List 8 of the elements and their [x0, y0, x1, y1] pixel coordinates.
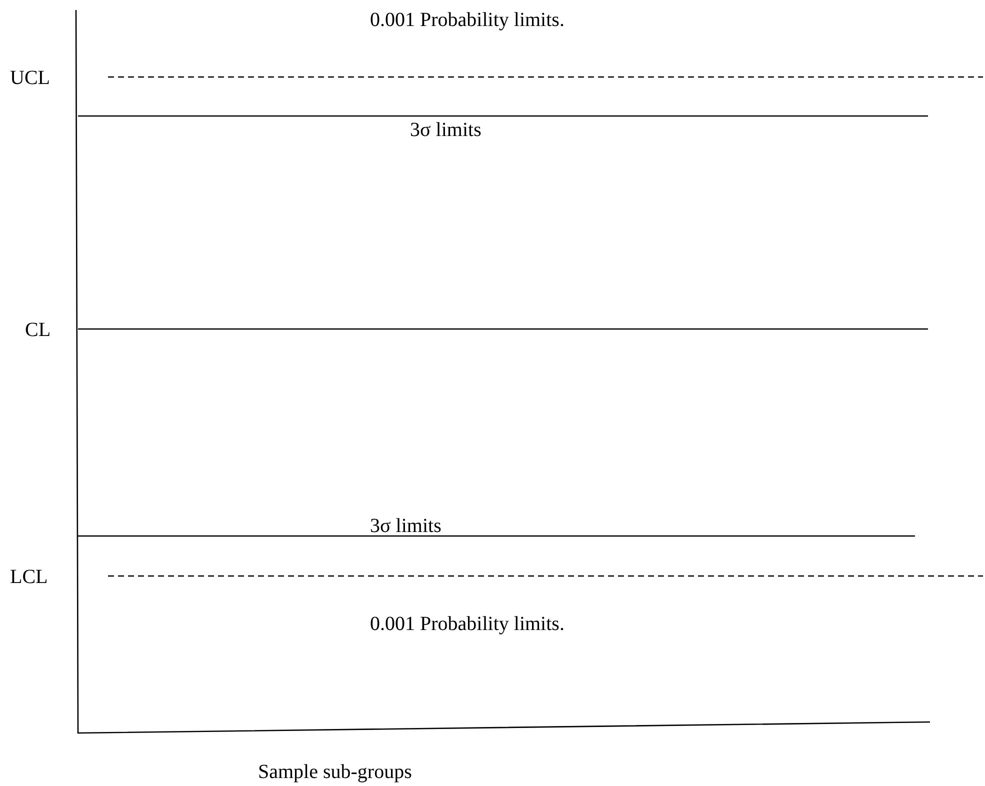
limit-label: 0.001 Probability limits. — [370, 612, 564, 636]
limit-label: 3σ limits — [370, 514, 442, 538]
limit-label: 0.001 Probability limits. — [370, 8, 564, 32]
axis-label: UCL — [10, 66, 50, 90]
axis-title: Sample sub-groups — [258, 760, 412, 784]
axis-label: CL — [25, 318, 51, 342]
axis-label: LCL — [10, 565, 48, 589]
limit-label: 3σ limits — [410, 118, 482, 142]
